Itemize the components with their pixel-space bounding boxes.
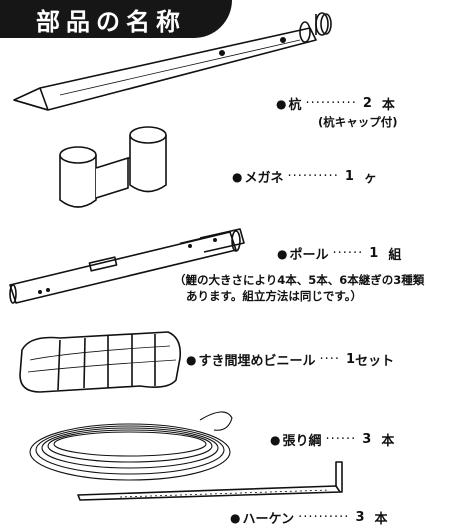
part-label-stake: ● 杭 ·········· 2 本 bbox=[276, 94, 395, 113]
part-quantity: 2 bbox=[362, 96, 372, 111]
part-name: 張り綱 bbox=[282, 434, 322, 449]
bullet-icon: ● bbox=[230, 510, 241, 525]
stake-drawing bbox=[13, 12, 332, 111]
peg-drawing bbox=[77, 461, 343, 501]
section-title: 部品の名称 bbox=[36, 7, 186, 36]
part-name: すき間埋めビニール bbox=[198, 354, 316, 369]
bullet-icon: ● bbox=[232, 169, 243, 184]
rope-drawing bbox=[29, 411, 233, 481]
part-unit: 組 bbox=[388, 248, 402, 263]
part-unit: セット bbox=[355, 354, 395, 369]
stake-note: (杭キャップ付) bbox=[318, 115, 398, 129]
bullet-icon: ● bbox=[277, 246, 288, 261]
part-name: 杭 bbox=[288, 98, 302, 113]
part-unit: 本 bbox=[381, 434, 395, 449]
part-name: ポール bbox=[289, 248, 329, 263]
bullet-icon: ● bbox=[186, 352, 197, 367]
part-unit: ヶ bbox=[363, 171, 377, 186]
pole-drawing bbox=[9, 228, 245, 304]
part-quantity: 1 bbox=[346, 352, 356, 367]
section-title-banner: 部品の名称 bbox=[0, 0, 232, 38]
leader-dots: ······ bbox=[332, 246, 364, 261]
part-quantity: 1 bbox=[369, 246, 379, 261]
part-label-vinyl: ● すき間埋めビニール ···· 1 セット bbox=[186, 350, 394, 369]
pole-note-line-1: （鯉の大きさにより4本、5本、6本継ぎの3種類 bbox=[174, 273, 425, 287]
part-quantity: 3 bbox=[355, 510, 365, 525]
part-label-pole: ● ポール ······ 1 組 bbox=[277, 244, 401, 263]
leader-dots: ······ bbox=[325, 432, 357, 447]
vinyl-drawing bbox=[19, 331, 182, 393]
part-label-rope: ● 張り綱 ······ 3 本 bbox=[270, 430, 394, 449]
part-name: メガネ bbox=[244, 171, 284, 186]
part-label-megane: ● メガネ ·········· 1 ヶ bbox=[232, 167, 377, 186]
part-label-peg: ● ハーケン ·········· 3 本 bbox=[230, 508, 388, 527]
pole-note-line-2: あります。組立方法は同じです。） bbox=[186, 289, 362, 303]
leader-dots: ···· bbox=[319, 352, 341, 367]
bullet-icon: ● bbox=[276, 96, 287, 111]
part-unit: 本 bbox=[374, 512, 388, 527]
part-quantity: 1 bbox=[344, 169, 354, 184]
leader-dots: ·········· bbox=[287, 169, 339, 184]
part-name: ハーケン bbox=[242, 512, 295, 527]
bullet-icon: ● bbox=[270, 432, 281, 447]
part-unit: 本 bbox=[381, 98, 395, 113]
leader-dots: ·········· bbox=[305, 96, 357, 111]
leader-dots: ·········· bbox=[298, 510, 350, 525]
megane-drawing bbox=[59, 126, 167, 208]
part-quantity: 3 bbox=[362, 432, 372, 447]
